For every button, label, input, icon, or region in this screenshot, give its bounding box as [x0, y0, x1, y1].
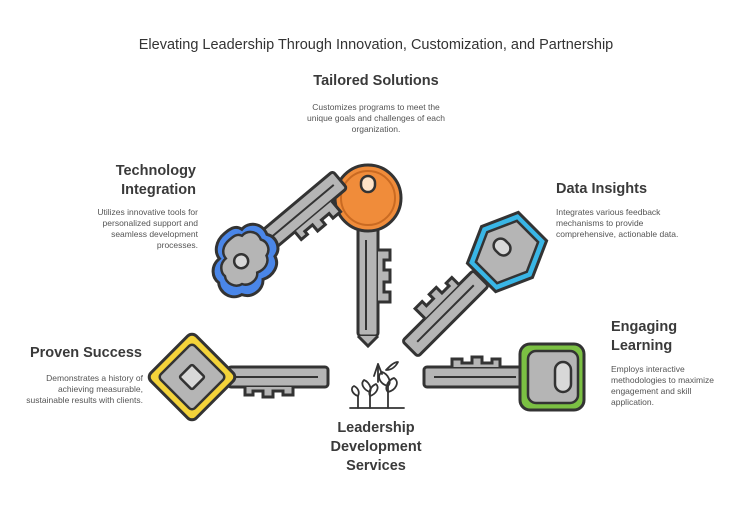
proven-success-title: Proven Success	[29, 345, 142, 361]
technology-integration-title-line1: Technology	[115, 163, 196, 179]
engaging-learning-title: Engaging Learning	[611, 318, 721, 356]
diagram-title: Elevating Leadership Through Innovation,…	[138, 37, 614, 53]
technology-integration-title: Technology Integration	[76, 162, 196, 200]
engaging-learning-desc: Employs interactive methodologies to max…	[611, 364, 714, 407]
technology-integration-title-line2: Integration	[121, 182, 196, 198]
tailored-solutions-title: Tailored Solutions	[313, 73, 439, 89]
center-label: Leadership Development Services	[330, 420, 422, 474]
orange-key	[333, 163, 403, 349]
cyan-key	[402, 210, 549, 357]
green-key	[422, 342, 586, 412]
tailored-solutions-desc: Customizes programs to meet the unique g…	[307, 102, 445, 134]
growth-plant-icon	[349, 361, 405, 409]
technology-integration-desc: Utilizes innovative tools for personaliz…	[97, 207, 198, 250]
yellow-key	[147, 332, 330, 422]
proven-success-desc: Demonstrates a history of achieving meas…	[26, 373, 143, 405]
data-insights-desc: Integrates various feedback mechanisms t…	[556, 207, 679, 239]
blue-key	[211, 171, 348, 299]
engaging-learning-title-line1: Engaging	[611, 319, 678, 335]
engaging-learning-title-line2: Learning	[611, 338, 673, 354]
data-insights-title: Data Insights	[556, 181, 648, 197]
